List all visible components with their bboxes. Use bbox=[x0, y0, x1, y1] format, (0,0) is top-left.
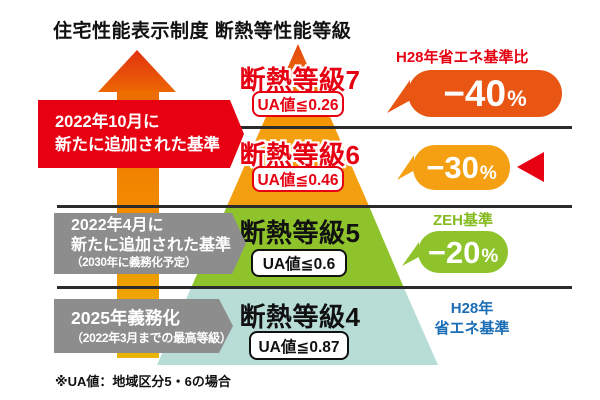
callout-2022-october: 2022年10月に 新たに追加された基準 bbox=[38, 100, 244, 168]
badge-value: −40 bbox=[443, 73, 507, 114]
badge-unit: % bbox=[479, 163, 497, 184]
grade6-label: 断熱等級6 bbox=[239, 140, 361, 170]
divider-line-2 bbox=[57, 205, 572, 208]
badge-unit: % bbox=[507, 86, 527, 111]
grade4-ua-value: UA値≦0.87 bbox=[249, 331, 349, 360]
callout-subline: （2022年3月までの最高等級） bbox=[71, 331, 232, 346]
callout-line: 2025年義務化 bbox=[71, 307, 180, 328]
footnote: ※UA値：地域区分5・6の場合 bbox=[55, 374, 231, 389]
grade6-ua-value: UA値≦0.46 bbox=[252, 166, 344, 192]
red-left-pointer-icon bbox=[517, 152, 544, 182]
badge-value: −30 bbox=[426, 150, 479, 185]
grade5-ua-value: UA値≦0.6 bbox=[251, 249, 347, 277]
badge-minus-20: −20 % bbox=[418, 231, 508, 273]
callout-2025-mandatory: 2025年義務化 （2022年3月までの最高等級） bbox=[54, 299, 233, 353]
badge-minus-30: −30 % bbox=[413, 145, 510, 190]
callout-2022-april: 2022年4月に 新たに追加された基準 （2030年に義務化予定） bbox=[54, 213, 246, 274]
badge-minus-40: −40 % bbox=[408, 70, 562, 117]
callout-subline: （2030年に義務化予定） bbox=[71, 256, 197, 269]
h28-base-line1: H28年 bbox=[450, 300, 494, 317]
badge-unit: % bbox=[481, 246, 499, 267]
zeh-standard-label: ZEH基準 bbox=[432, 212, 493, 229]
callout-line: 2022年10月に bbox=[55, 112, 160, 131]
h28-base-line2: 省エネ基準 bbox=[434, 320, 510, 338]
callout-line: 新たに追加された基準 bbox=[55, 136, 220, 154]
divider-line-1 bbox=[210, 126, 572, 129]
grade4-label: 断熱等級4 bbox=[239, 302, 361, 332]
grade5-label: 断熱等級5 bbox=[239, 218, 361, 248]
badge-value: −20 bbox=[427, 234, 481, 270]
h28-comparison-heading: H28年省エネ基準比 bbox=[396, 49, 529, 66]
divider-line-3 bbox=[57, 286, 572, 289]
grade7-label: 断熱等級7 bbox=[239, 65, 361, 95]
grade7-ua-value: UA値≦0.26 bbox=[252, 91, 344, 117]
callout-line: 2022年4月に bbox=[71, 216, 164, 234]
h28-base-label: H28年 省エネ基準 bbox=[424, 299, 520, 340]
page-title: 住宅性能表示制度 断熱等性能等級 bbox=[53, 21, 352, 42]
callout-line: 新たに追加された基準 bbox=[71, 236, 232, 254]
